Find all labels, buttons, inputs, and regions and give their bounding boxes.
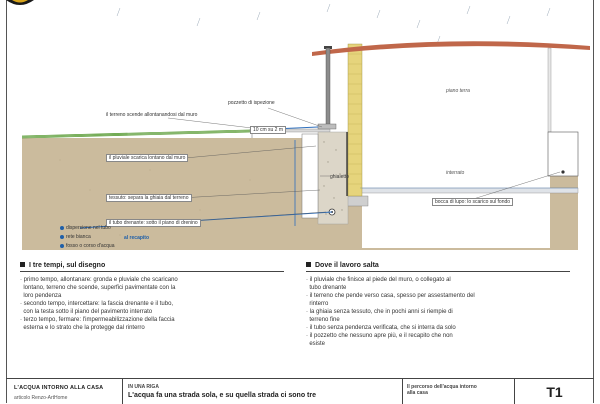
sheet-code: T1 (546, 384, 563, 400)
headline-text: L'acqua fa una strada sola, e su quella … (128, 392, 317, 399)
label-recapito: al recapito (124, 235, 150, 241)
list-item: lontano, terreno che scende, superfici p… (20, 285, 176, 291)
label-ghiaietto: ghiaietto (330, 174, 349, 180)
list-item: · il terreno che pende verso casa, spess… (306, 293, 475, 299)
legend-item: fosso o corso d'acqua (60, 242, 114, 251)
section-left-heading: I tre tempi, sul disegno (20, 262, 284, 272)
brick-wall (347, 43, 363, 197)
sheet-subtitle: articolo Renzo-ArtHome (14, 395, 68, 401)
list-item: rinterro (306, 301, 329, 307)
section-left: I tre tempi, sul disegno · primo tempo, … (20, 262, 284, 332)
list-item: · il pozzetto che nessuno apre più, e il… (306, 333, 453, 339)
sheet-frame (6, 0, 594, 403)
caption-line-1: Il percorso dell'acqua intorno (407, 384, 477, 390)
dot-icon (60, 243, 64, 248)
square-bullet-icon (306, 262, 311, 267)
list-item: · il pluviale che finisce al piede del m… (306, 277, 451, 283)
title-block-middle: IN UNA RIGA L'acqua fa una strada sola, … (122, 379, 402, 404)
roof (312, 41, 590, 56)
section-drawing (6, 0, 590, 250)
label-pluviale-scarica: il pluviale scarica lontano dal muro (106, 154, 189, 162)
label-bocca-lupo: bocca di lupo: lo scarico sul fondo (432, 198, 514, 206)
label-quota: 10 cm su 2 m (250, 126, 287, 134)
list-item: · secondo tempo, intercettare: la fascia… (20, 301, 174, 307)
legend-item: dispersione nel tubo (60, 224, 114, 233)
basement-room (362, 140, 550, 248)
list-item: tubo drenante (306, 285, 347, 291)
dot-icon (60, 225, 64, 230)
kicker-text: IN UNA RIGA (128, 384, 159, 390)
title-block-caption: Il percorso dell'acqua intorno alla casa (402, 379, 514, 404)
square-bullet-icon (20, 262, 25, 267)
grass (21, 129, 251, 139)
list-item: · primo tempo, allontanare: gronda e plu… (20, 277, 178, 283)
list-item: · la ghiaia senza tessuto, che in pochi … (306, 309, 453, 315)
section-left-list: · primo tempo, allontanare: gronda e plu… (20, 276, 284, 332)
caption-line-2: alla casa (407, 390, 428, 396)
title-block-code: T1 (514, 379, 594, 404)
downpipe (325, 47, 331, 127)
legend-item: rete bianca (60, 233, 114, 242)
sheet-title: L'ACQUA INTORNO ALLA CASA (14, 385, 104, 391)
rain (116, 3, 551, 45)
list-item: · terzo tempo, fermare: l'impermeabilizz… (20, 317, 175, 323)
title-block-left: L'ACQUA INTORNO ALLA CASA articolo Renzo… (14, 379, 122, 404)
title-block: L'ACQUA INTORNO ALLA CASA articolo Renzo… (6, 378, 594, 404)
label-interrato: interrato (446, 170, 465, 176)
label-pozzetto-ispezione: pozzetto di ispezione (228, 100, 275, 106)
list-item: con la testa sotto il piano del paviment… (20, 309, 153, 315)
dot-icon (60, 234, 64, 239)
list-item: · il tubo senza pendenza verificata, che… (306, 325, 456, 331)
list-item: esterna e lo strato che la protegge dal … (20, 325, 145, 331)
list-item: esiste (306, 341, 326, 347)
light-well (547, 131, 579, 177)
label-piano-terra: piano terra (446, 88, 470, 94)
gravel-drain (317, 131, 349, 225)
section-right: Dove il lavoro salta · il pluviale che f… (306, 262, 570, 348)
section-right-list: · il pluviale che finisce al piede del m… (306, 276, 570, 348)
diagram-legend: dispersione nel tubo rete bianca fosso o… (60, 224, 114, 251)
section-right-heading: Dove il lavoro salta (306, 262, 570, 272)
label-tubo-drenante: il tubo drenante: sotto il piano di dren… (106, 219, 201, 227)
label-tessuto: tessuto: separa la ghiaia dal terreno (106, 194, 192, 202)
label-terreno-scende: il terreno scende allontanandosi dal mur… (106, 112, 198, 118)
list-item: terreno fine (306, 317, 340, 323)
list-item: loro pendenza (20, 293, 62, 299)
pozzetto (301, 133, 319, 219)
